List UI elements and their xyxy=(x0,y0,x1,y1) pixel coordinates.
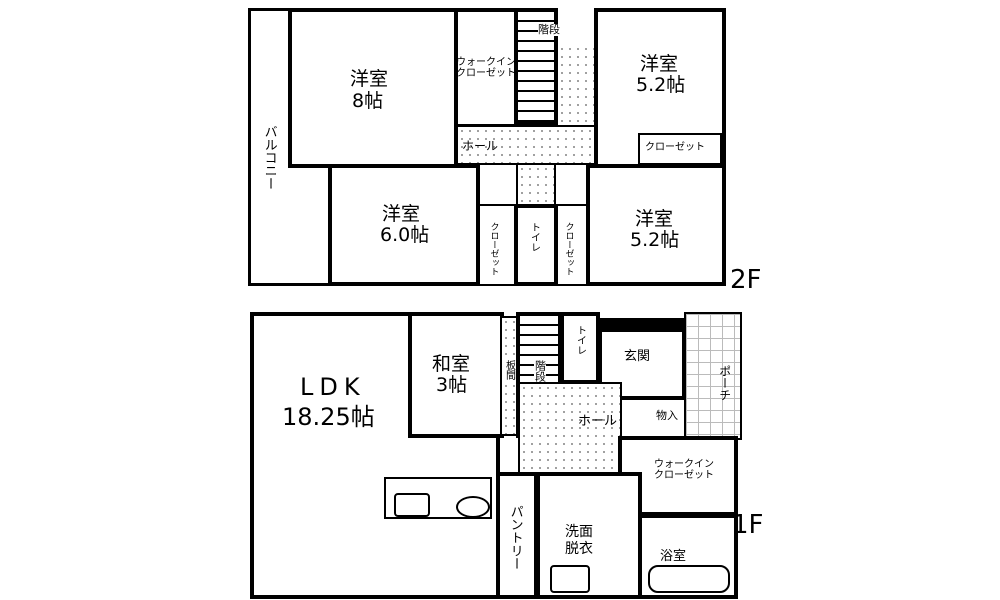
room-60-size: 6.0帖 xyxy=(380,224,430,246)
stove-icon xyxy=(456,496,490,518)
storage-label: 板間 xyxy=(503,360,515,380)
hall-2f xyxy=(456,125,598,165)
closet-a-label: クローゼット xyxy=(645,142,705,153)
toilet-2f xyxy=(514,204,558,286)
closet-2f-c xyxy=(556,204,588,286)
room-8-size: 8帖 xyxy=(352,90,384,112)
room-western-8 xyxy=(288,8,458,168)
room-52b-name: 洋室 xyxy=(635,208,674,230)
washitsu-size: 3帖 xyxy=(436,374,468,396)
entrance-label: 玄関 xyxy=(624,349,651,364)
washbasin-icon xyxy=(550,565,590,593)
ldk-name: LDK xyxy=(300,373,366,401)
porch-label: ポーチ xyxy=(717,365,732,401)
toilet-1f-label: トイレ xyxy=(574,325,586,355)
ldk-size: 18.25帖 xyxy=(282,403,375,431)
closet-c-label: クローゼット xyxy=(563,222,574,276)
room-8-name: 洋室 xyxy=(350,68,389,90)
room-52a-name: 洋室 xyxy=(640,53,679,75)
room-western-60 xyxy=(328,164,480,286)
wic-1f-label: ウォークイン クローゼット xyxy=(654,459,714,481)
closet-1f-label: 物入 xyxy=(656,409,678,422)
washroom-name: 洗面 xyxy=(565,524,593,540)
porch xyxy=(684,312,742,440)
toilet-2f-label: トイレ xyxy=(528,222,540,252)
wic-2f-label: ウォークイン クローゼット xyxy=(456,57,516,79)
hall-2f-upper xyxy=(556,45,598,127)
hall-1f-label: ホール xyxy=(578,414,618,429)
room-52b-size: 5.2帖 xyxy=(630,229,680,251)
corridor-2f xyxy=(516,163,556,208)
hall-2f-label: ホール xyxy=(462,139,499,153)
washitsu-name: 和室 xyxy=(432,353,471,375)
washroom-name2: 脱衣 xyxy=(565,541,593,557)
stairs-2f-label: 階段 xyxy=(538,23,560,36)
stairs-1f-label: 階段 xyxy=(533,360,547,382)
room-60-name: 洋室 xyxy=(382,203,421,225)
room-western-52-bottom xyxy=(586,164,726,286)
pantry-label: パントリー xyxy=(507,505,523,570)
closet-b-label: クローゼット xyxy=(488,222,499,276)
balcony-label: バルコニー xyxy=(261,125,277,190)
hall-1f xyxy=(518,382,622,474)
floor-label-1f: 1F xyxy=(732,510,764,540)
bathtub-icon xyxy=(648,565,730,593)
room-52a-size: 5.2帖 xyxy=(636,74,686,96)
sink-icon xyxy=(394,493,430,517)
floor-label-2f: 2F xyxy=(730,265,762,295)
bath-label: 浴室 xyxy=(660,549,687,564)
closet-2f-b xyxy=(478,204,516,286)
